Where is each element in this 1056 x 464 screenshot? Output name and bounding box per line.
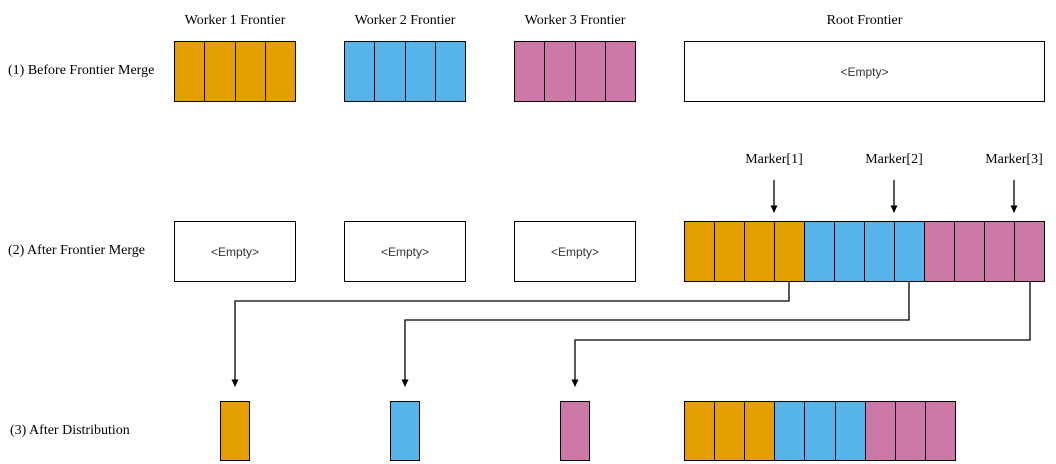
worker3-frontier-title: Worker 3 Frontier (524, 13, 626, 28)
worker1-frontier-title: Worker 1 Frontier (184, 13, 286, 28)
frontier-cell-worker2 (774, 402, 805, 460)
row2-worker1-frontier-box: <Empty> (174, 221, 296, 282)
distribute-to-worker1-connector (231, 281, 790, 387)
row1-root-frontier-box: <Empty> (684, 41, 1045, 102)
row3-worker1-frontier-box (220, 401, 250, 461)
row3-worker3-frontier-box (560, 401, 590, 461)
row2-worker3-empty-text: <Empty> (550, 244, 600, 259)
frontier-cell-worker3 (924, 222, 954, 281)
marker2-label: Marker[2] (865, 152, 923, 167)
distribute-to-worker3-connector (571, 281, 1031, 387)
frontier-cell-worker3 (544, 42, 575, 101)
frontier-cell-worker3 (561, 402, 589, 460)
marker3-label: Marker[3] (985, 152, 1043, 167)
frontier-cell-worker2 (404, 42, 435, 101)
frontier-cell-worker2 (374, 42, 405, 101)
frontier-cell-worker3 (574, 42, 605, 101)
row1-label: (1) Before Frontier Merge (8, 63, 155, 78)
frontier-cell-worker2 (345, 42, 375, 101)
frontier-cell-worker3 (604, 42, 635, 101)
frontier-cell-worker3 (864, 402, 895, 460)
frontier-cell-worker1 (204, 42, 235, 101)
row2-worker3-frontier-box: <Empty> (514, 221, 636, 282)
frontier-cell-worker1 (685, 222, 714, 281)
worker2-frontier-title: Worker 2 Frontier (354, 13, 456, 28)
root-frontier-title: Root Frontier (826, 13, 903, 28)
frontier-cell-worker1 (264, 42, 295, 101)
row1-root-empty-text: <Empty> (840, 64, 889, 79)
row3-root-frontier-box (684, 401, 956, 461)
row2-root-frontier-box (684, 221, 1045, 282)
frontier-cell-worker2 (864, 222, 894, 281)
row3-worker2-frontier-box (390, 401, 420, 461)
frontier-cell-worker1 (234, 42, 265, 101)
frontier-cell-worker3 (1014, 222, 1044, 281)
distribute-to-worker2-connector (401, 281, 910, 387)
frontier-cell-worker3 (984, 222, 1014, 281)
row3-label: (3) After Distribution (10, 423, 130, 438)
frontier-cell-worker2 (804, 222, 834, 281)
frontier-cell-worker1 (714, 402, 745, 460)
frontier-cell-worker2 (434, 42, 465, 101)
frontier-cell-worker3 (924, 402, 955, 460)
frontier-cell-worker3 (894, 402, 925, 460)
row2-worker1-empty-text: <Empty> (210, 244, 260, 259)
row2-label: (2) After Frontier Merge (8, 243, 145, 258)
row1-worker2-frontier-box (344, 41, 466, 102)
frontier-cell-worker1 (744, 402, 775, 460)
row1-worker3-frontier-box (514, 41, 636, 102)
frontier-cell-worker2 (834, 222, 864, 281)
frontier-cell-worker2 (391, 402, 419, 460)
frontier-cell-worker1 (774, 222, 804, 281)
marker1-label: Marker[1] (745, 152, 803, 167)
frontier-cell-worker1 (221, 402, 249, 460)
frontier-cell-worker1 (175, 42, 205, 101)
row2-worker2-frontier-box: <Empty> (344, 221, 466, 282)
frontier-cell-worker2 (894, 222, 924, 281)
row1-worker1-frontier-box (174, 41, 296, 102)
frontier-cell-worker1 (744, 222, 774, 281)
frontier-cell-worker1 (714, 222, 744, 281)
frontier-cell-worker2 (834, 402, 865, 460)
frontier-cell-worker3 (954, 222, 984, 281)
frontier-cell-worker3 (515, 42, 545, 101)
row2-worker2-empty-text: <Empty> (380, 244, 430, 259)
frontier-cell-worker1 (685, 402, 715, 460)
frontier-cell-worker2 (804, 402, 835, 460)
